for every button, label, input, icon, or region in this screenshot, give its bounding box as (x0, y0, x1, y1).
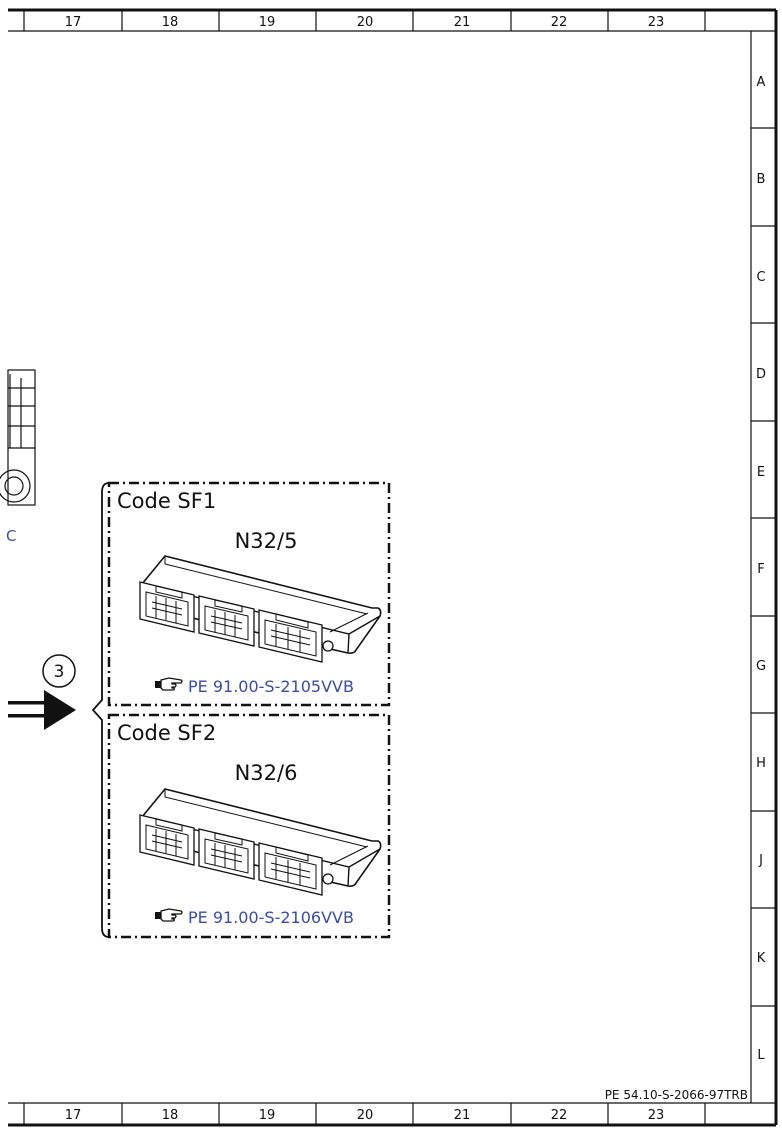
row-label: A (757, 75, 766, 90)
code-label: Code SF1 (117, 489, 216, 513)
row-label: K (757, 951, 766, 966)
column-label: 23 (648, 1108, 665, 1123)
control-unit-drawing (139, 788, 382, 896)
part-designation: N32/6 (235, 761, 298, 785)
module-sf2: Code SF2 N32/6 PE 91.00-S-2106VVB (117, 721, 382, 927)
row-label: D (756, 367, 766, 382)
pointing-hand-icon (154, 677, 183, 691)
right-arrow-icon (8, 690, 76, 730)
callout-number: 3 (54, 662, 65, 682)
column-label: 21 (454, 15, 471, 30)
column-labels-bottom: 17 18 19 20 21 22 23 (65, 1108, 665, 1123)
column-label: 22 (551, 15, 568, 30)
pointing-hand-icon (154, 908, 183, 922)
code-label: Code SF2 (117, 721, 216, 745)
row-label: F (757, 562, 764, 577)
reference-link[interactable]: PE 91.00-S-2106VVB (154, 908, 354, 927)
grouping-brace (91, 482, 110, 938)
partial-reference-fragment: C (6, 527, 16, 545)
row-label: H (756, 756, 766, 771)
column-label: 22 (551, 1108, 568, 1123)
reference-text[interactable]: PE 91.00-S-2106VVB (188, 908, 354, 927)
variant-box-sf2 (107, 713, 391, 939)
reference-link[interactable]: PE 91.00-S-2105VVB (154, 677, 354, 696)
row-dividers (751, 127, 776, 1007)
column-label: 18 (162, 1108, 179, 1123)
column-label: 20 (357, 1108, 374, 1123)
column-label: 19 (259, 1108, 276, 1123)
column-label: 18 (162, 15, 179, 30)
column-label: 19 (259, 15, 276, 30)
row-label: C (756, 270, 765, 285)
drawing-frame (8, 8, 778, 1127)
column-label: 17 (65, 1108, 82, 1123)
row-label: L (757, 1048, 765, 1063)
part-designation: N32/5 (235, 529, 298, 553)
column-labels-top: 17 18 19 20 21 22 23 (65, 15, 665, 30)
column-label: 17 (65, 15, 82, 30)
partial-connector-left (0, 369, 36, 506)
row-label: G (756, 659, 766, 674)
column-label: 21 (454, 1108, 471, 1123)
column-label: 23 (648, 15, 665, 30)
control-unit-drawing (139, 555, 382, 663)
column-dividers-bottom (23, 1103, 706, 1125)
row-label: J (758, 853, 763, 868)
document-number: PE 54.10-S-2066-97TRB (605, 1088, 748, 1102)
row-labels: A B C D E F G H J K L (756, 75, 766, 1063)
variant-box-sf1 (107, 481, 391, 707)
column-label: 20 (357, 15, 374, 30)
module-sf1: Code SF1 N32/5 PE 91.00-S-2105VVB (117, 489, 382, 696)
reference-text[interactable]: PE 91.00-S-2105VVB (188, 677, 354, 696)
row-label: E (757, 465, 765, 480)
row-label: B (757, 172, 766, 187)
callout-marker: 3 (42, 654, 76, 688)
column-dividers-top (23, 10, 706, 31)
